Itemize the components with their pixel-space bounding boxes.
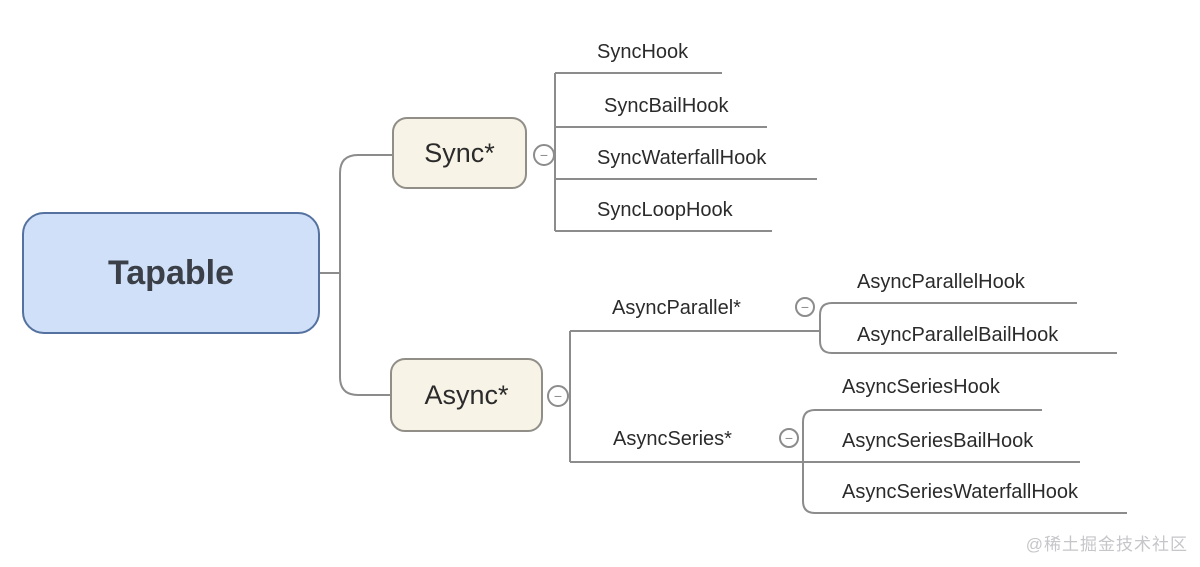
topic-sync[interactable]: Sync* <box>392 117 527 189</box>
topic-async-series-hook[interactable]: AsyncSeriesHook <box>842 376 1000 398</box>
root-branch-connector <box>320 154 392 396</box>
topic-async-parallel[interactable]: AsyncParallel* <box>612 297 741 319</box>
topic-sync-hook[interactable]: SyncHook <box>597 41 689 63</box>
topic-async-series[interactable]: AsyncSeries* <box>613 428 732 450</box>
watermark: @稀土掘金技术社区 <box>1025 535 1188 554</box>
topic-async[interactable]: Async* <box>390 358 543 432</box>
async-series-children-connector <box>802 409 1127 514</box>
topic-async-parallel-hook[interactable]: AsyncParallelHook <box>857 271 1025 293</box>
collapse-icon-sync[interactable]: − <box>533 144 555 166</box>
topic-async-parallel-bail-hook[interactable]: AsyncParallelBailHook <box>857 324 1059 346</box>
topic-async-series-waterfall-hook[interactable]: AsyncSeriesWaterfallHook <box>842 481 1079 503</box>
async-children-connector <box>569 330 820 463</box>
topic-sync-bail-hook[interactable]: SyncBailHook <box>604 95 729 117</box>
topic-async-series-bail-hook[interactable]: AsyncSeriesBailHook <box>842 430 1034 452</box>
collapse-icon-async-series[interactable]: − <box>779 428 799 448</box>
topic-sync-loop-hook[interactable]: SyncLoopHook <box>597 199 733 221</box>
topic-sync-waterfall-hook[interactable]: SyncWaterfallHook <box>597 147 767 169</box>
collapse-icon-async-parallel[interactable]: − <box>795 297 815 317</box>
topic-tapable[interactable]: Tapable <box>22 212 320 334</box>
collapse-icon-async[interactable]: − <box>547 385 569 407</box>
sync-children-connector <box>554 72 817 232</box>
async-parallel-children-connector <box>819 302 1117 354</box>
